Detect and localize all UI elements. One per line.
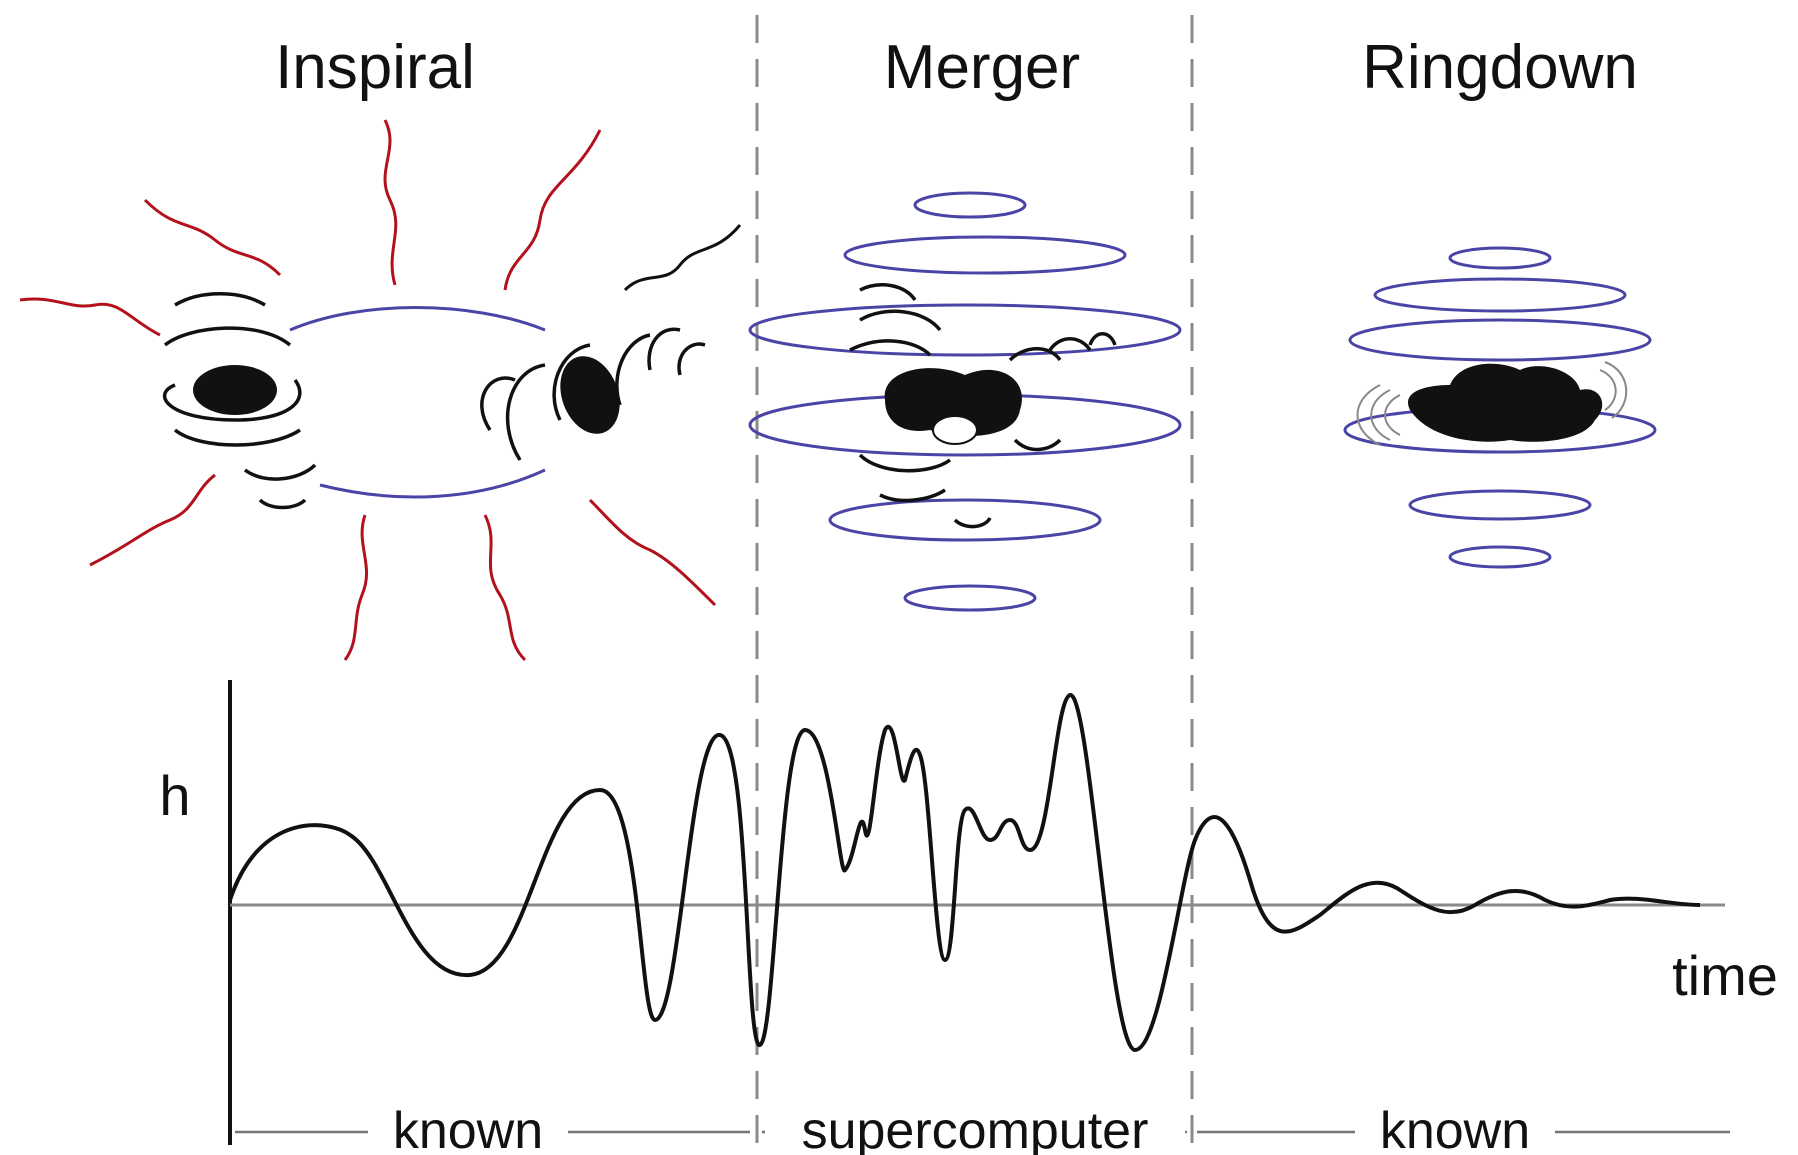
region-label-supercomputer: supercomputer: [802, 1102, 1149, 1155]
radiation-arrow: [145, 200, 280, 275]
x-axis-label: time: [1672, 944, 1778, 1007]
black-hole-left: [193, 365, 277, 415]
radiation-arrow: [90, 475, 215, 565]
ringdown-black-hole: [1358, 362, 1627, 445]
phase-title-inspiral: Inspiral: [275, 33, 475, 102]
region-label-known-left: known: [393, 1102, 543, 1155]
phase-title-ringdown: Ringdown: [1362, 33, 1638, 102]
waveform-plot: h time: [159, 680, 1777, 1145]
radiation-arrow: [20, 299, 160, 335]
field-loop: [905, 586, 1035, 610]
waveform-curve: [230, 695, 1700, 1050]
y-axis-label: h: [159, 764, 190, 827]
region-markers: known supercomputer known: [235, 1100, 1730, 1155]
field-loop: [1350, 320, 1650, 360]
field-loop: [1375, 279, 1625, 311]
radiation-arrow: [385, 120, 396, 285]
field-loop: [1450, 547, 1550, 567]
phase-title-merger: Merger: [884, 33, 1080, 102]
orbit-path-lower: [320, 470, 545, 497]
field-loop: [845, 237, 1125, 273]
field-loop: [1410, 491, 1590, 519]
merger-black-holes: [850, 285, 1115, 527]
orbit-path: [290, 308, 545, 331]
radiation-arrow: [505, 130, 600, 290]
radiation-arrow: [485, 515, 525, 660]
radiation-arrow: [590, 500, 715, 605]
outgoing-wave-arrow: [625, 225, 740, 290]
radiation-arrow: [345, 515, 367, 660]
field-loop: [1450, 248, 1550, 268]
field-loop: [915, 193, 1025, 217]
field-loop: [750, 305, 1180, 355]
field-loop: [830, 500, 1100, 540]
region-label-known-right: known: [1380, 1102, 1530, 1155]
inspiral-illustration: [20, 120, 740, 660]
